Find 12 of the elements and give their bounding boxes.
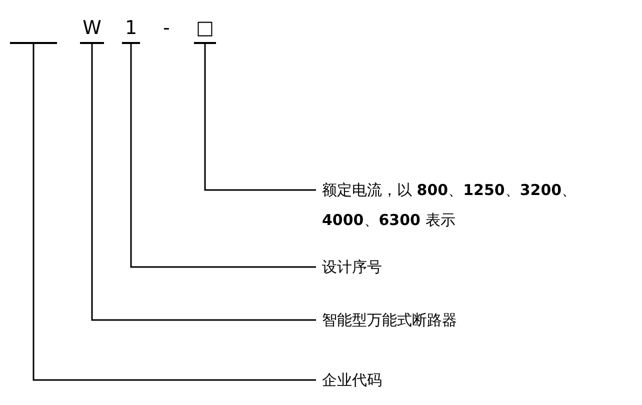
code-letter: □ — [194, 16, 216, 44]
leader-line — [130, 44, 316, 268]
description-text: 额定电流，以 800、1250、3200、4000、6300 表示 — [322, 175, 632, 235]
description-text: 企业代码 — [322, 365, 442, 395]
leader-line — [91, 44, 316, 321]
leader-line — [32, 44, 316, 381]
description-text: 设计序号 — [322, 252, 442, 282]
description-text: 智能型万能式断路器 — [322, 305, 522, 335]
code-letter: W — [80, 16, 104, 44]
separator-dash: - — [163, 16, 170, 40]
leader-line — [204, 44, 316, 191]
code-letter: 1 — [122, 16, 140, 44]
